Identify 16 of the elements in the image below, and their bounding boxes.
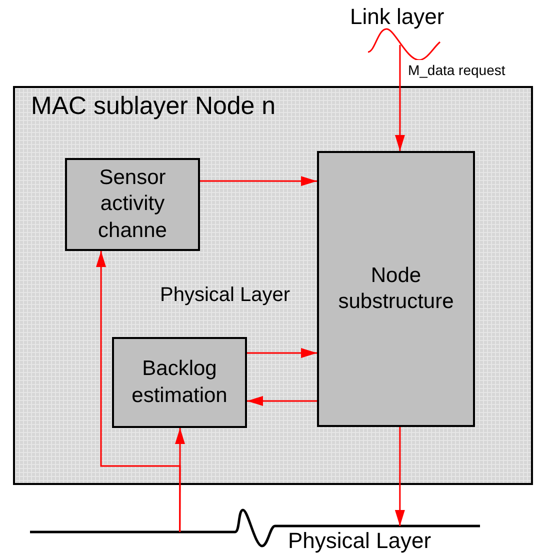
sublayer-panel [13,86,533,485]
arrow [96,251,181,532]
layer-label: Physical Layer [288,529,432,554]
arrow [200,176,317,186]
arrow [394,44,405,151]
physical-layer-signal [30,508,480,555]
process-box: Node substructure [317,151,475,427]
layer-label: Physical Layer [160,283,290,308]
arrow [247,348,317,358]
edge-label: M_data request [406,62,506,78]
arrow [247,396,317,406]
panel-title: MAC sublayer Node n [31,92,276,121]
process-box: Sensor activity channe [65,158,200,251]
layer-label: Link layer [350,4,444,30]
arrow [394,427,405,526]
process-box: Backlog estimation [112,337,247,428]
